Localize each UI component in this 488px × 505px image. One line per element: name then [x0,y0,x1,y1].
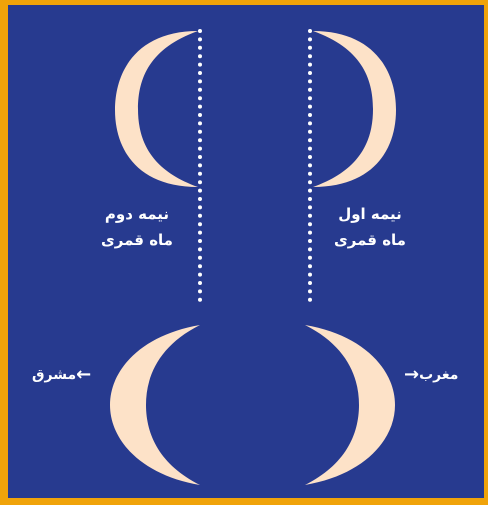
label-second-half-line1: نیمه دوم [83,201,191,227]
label-first-half: نیمه اول ماه قمری [316,201,424,253]
label-second-half: نیمه دوم ماه قمری [83,201,191,253]
label-west: → مغرب [404,366,458,384]
crescent-top-right [313,31,396,187]
label-east-text: مشرق [32,367,76,383]
label-east: مشرق ← [32,366,91,384]
label-second-half-line2: ماه قمری [83,227,191,253]
crescent-bottom-right [305,325,395,485]
arrow-right-icon: → [404,366,419,384]
arrow-left-icon: ← [76,366,91,384]
crescent-bottom-left [110,325,200,485]
label-first-half-line2: ماه قمری [316,227,424,253]
label-west-text: مغرب [419,367,458,383]
label-first-half-line1: نیمه اول [316,201,424,227]
diagram-canvas: نیمه دوم ماه قمری نیمه اول ماه قمری → مغ… [8,5,484,498]
crescent-top-left [115,31,198,187]
